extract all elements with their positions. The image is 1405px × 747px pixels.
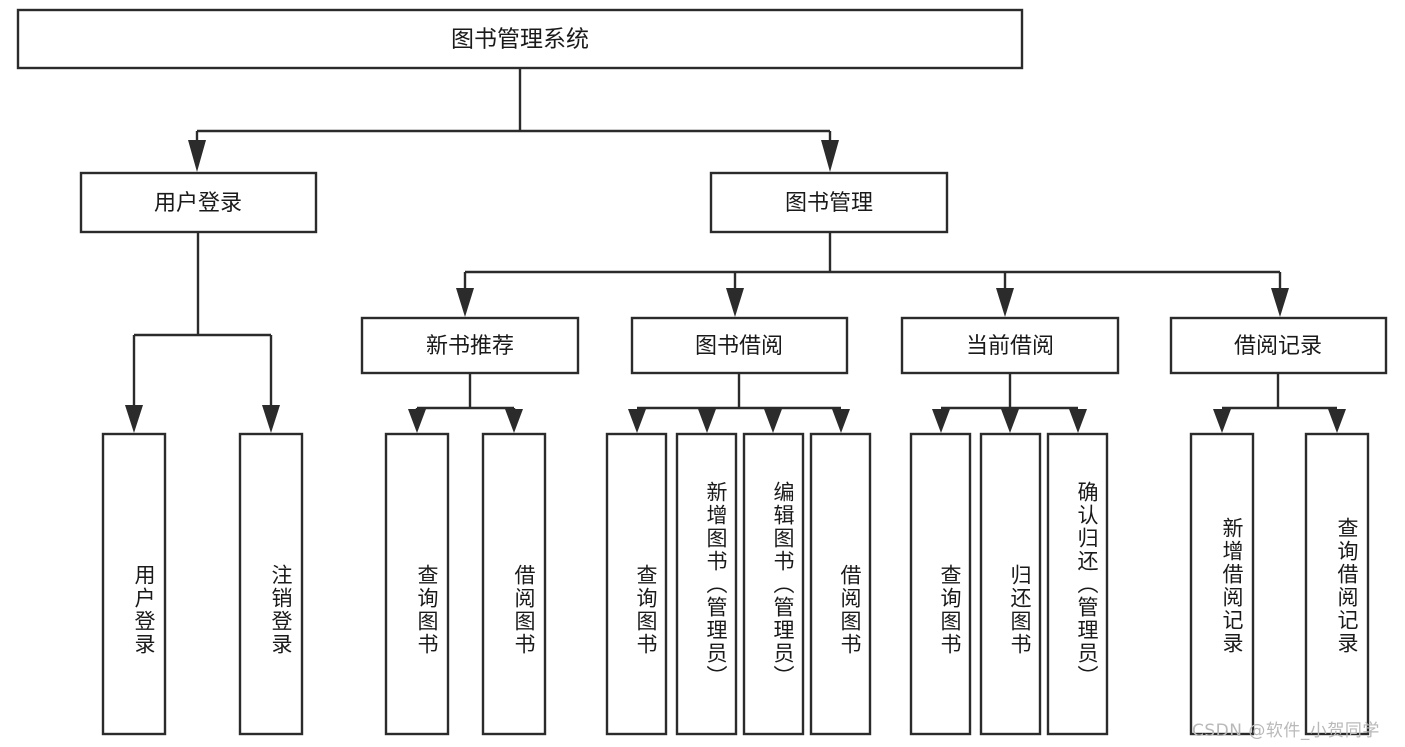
node-new-book-recommend-box[interactable] (360, 316, 580, 375)
node-user-login-box[interactable] (79, 171, 318, 234)
arrow-head-leaf-query-book-3 (932, 409, 950, 433)
leaf-box-edit-book-admin[interactable] (742, 432, 805, 736)
arrow-head-leaf-edit-book-admin (764, 409, 782, 433)
connector-group-current-borrow (932, 373, 1087, 433)
node-book-manage-box[interactable] (709, 171, 949, 234)
node-new-book-recommend[interactable]: 新书推荐 (360, 316, 580, 375)
leaf-box-logout-login[interactable] (238, 432, 304, 736)
node-book-borrow[interactable]: 图书借阅 (630, 316, 849, 375)
node-book-borrow-label: 图书借阅 (695, 334, 783, 359)
arrow-head-leaf-add-borrow-record (1213, 409, 1231, 433)
arrow-head-leaf-add-book-admin (698, 409, 716, 433)
node-book-manage[interactable]: 图书管理 (709, 171, 949, 234)
node-current-borrow-label: 当前借阅 (966, 334, 1054, 359)
arrow-head-book-manage (821, 140, 839, 172)
arrow-head-leaf-query-book-2 (628, 409, 646, 433)
leaf-box-return-book[interactable] (979, 432, 1042, 736)
node-book-manage-label: 图书管理 (785, 191, 873, 216)
leaf-box-query-book-3[interactable] (909, 432, 972, 736)
leaf-box-query-book-2[interactable] (605, 432, 668, 736)
leaf-box-query-borrow-record[interactable] (1304, 432, 1370, 736)
connector-group-user-login (125, 232, 280, 433)
arrow-head-leaf-user-login (125, 405, 143, 433)
node-root-label: 图书管理系统 (451, 27, 589, 53)
node-borrow-record-box[interactable] (1169, 316, 1388, 375)
arrow-head-book-borrow (726, 288, 744, 317)
node-root[interactable]: 图书管理系统 (16, 8, 1024, 70)
arrow-head-leaf-logout-login (262, 405, 280, 433)
connector-group-new-book-recommend (408, 373, 523, 433)
leaf-box-borrow-book-1[interactable] (481, 432, 547, 736)
leaf-box-confirm-return-admin[interactable] (1046, 432, 1109, 736)
arrow-head-new-book-recommend (456, 288, 474, 317)
arrow-head-user-login (188, 140, 206, 172)
leaf-box-borrow-book-2[interactable] (809, 432, 872, 736)
arrow-head-borrow-record (1271, 288, 1289, 317)
arrow-head-leaf-borrow-book-1 (505, 409, 523, 433)
arrow-head-leaf-query-borrow-record (1328, 409, 1346, 433)
connector-group-book-borrow (628, 373, 850, 433)
arrow-head-leaf-borrow-book-2 (832, 409, 850, 433)
leaf-box-query-book-1[interactable] (384, 432, 450, 736)
node-book-borrow-box[interactable] (630, 316, 849, 375)
node-new-book-recommend-label: 新书推荐 (426, 334, 514, 359)
node-borrow-record-label: 借阅记录 (1234, 334, 1322, 359)
csdn-watermark: CSDN @软件_小贺同学 (1192, 721, 1380, 741)
node-root-box[interactable] (16, 8, 1024, 70)
arrow-head-leaf-query-book-1 (408, 409, 426, 433)
node-current-borrow-box[interactable] (900, 316, 1120, 375)
node-user-login-label: 用户登录 (154, 191, 242, 216)
leaf-box-add-borrow-record[interactable] (1189, 432, 1255, 736)
leaf-box-add-book-admin[interactable] (675, 432, 738, 736)
node-user-login[interactable]: 用户登录 (79, 171, 318, 234)
node-borrow-record[interactable]: 借阅记录 (1169, 316, 1388, 375)
node-current-borrow[interactable]: 当前借阅 (900, 316, 1120, 375)
connector-group-root (188, 68, 839, 172)
leaf-box-user-login[interactable] (101, 432, 167, 736)
arrow-head-leaf-confirm-return-admin (1069, 409, 1087, 433)
arrow-head-current-borrow (996, 288, 1014, 317)
arrow-head-leaf-return-book (1001, 409, 1019, 433)
connector-group-borrow-record (1213, 373, 1346, 433)
connector-group-book-manage (456, 232, 1289, 317)
